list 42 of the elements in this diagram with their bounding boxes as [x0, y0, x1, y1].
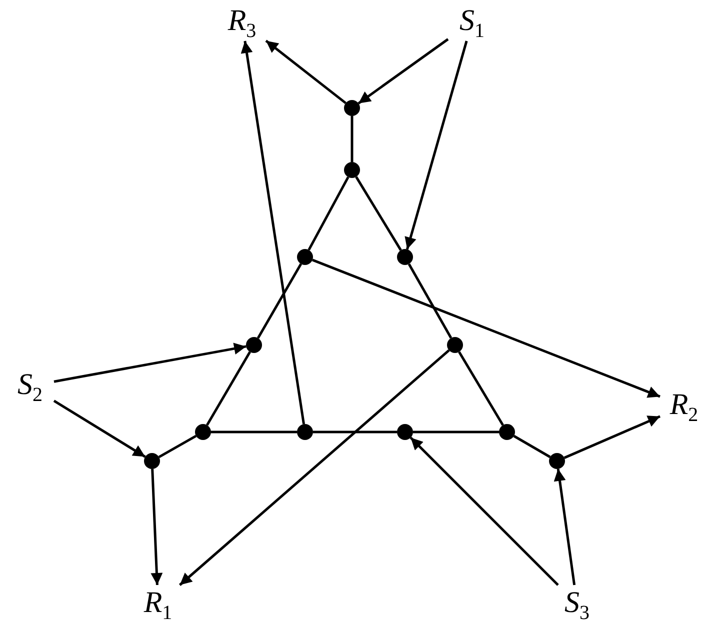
- node-label: S$_{1}$: [448, 3, 496, 41]
- connector-line: [513, 434, 551, 458]
- connector-line: [350, 116, 354, 162]
- arrow: [358, 38, 449, 104]
- arrow: [404, 40, 468, 250]
- circle-node: [246, 337, 262, 353]
- circle-node: [549, 453, 565, 469]
- circle-node: [344, 100, 360, 116]
- arrow: [150, 468, 163, 586]
- node-label: R$_{1}$: [134, 585, 182, 623]
- circle-node: [344, 162, 360, 178]
- arrow: [410, 436, 559, 586]
- circle-node: [144, 453, 160, 469]
- circle-node: [297, 424, 313, 440]
- circle-node: [195, 424, 211, 440]
- circle-node: [397, 424, 413, 440]
- arrow: [265, 40, 346, 104]
- node-label: S$_{2}$: [6, 367, 54, 405]
- circle-node: [499, 424, 515, 440]
- arrow: [312, 258, 660, 398]
- connector-line: [211, 430, 297, 434]
- arrow: [240, 40, 306, 424]
- arrow: [54, 342, 246, 383]
- arrow: [53, 400, 146, 458]
- circle-node: [297, 249, 313, 265]
- connector-line: [206, 351, 252, 426]
- node-label: R$_{2}$: [660, 387, 708, 425]
- connector-line: [256, 263, 302, 339]
- connector-line: [458, 351, 504, 426]
- arrow: [564, 415, 660, 459]
- connector-line: [413, 430, 499, 434]
- connector-line: [308, 176, 350, 251]
- arrow: [554, 468, 576, 586]
- circle-node: [397, 249, 413, 265]
- node-label: S$_{3}$: [553, 585, 601, 623]
- connector-line: [408, 263, 452, 339]
- arrow: [178, 349, 450, 586]
- connector-line: [355, 176, 402, 251]
- circle-node: [447, 337, 463, 353]
- node-label: R$_{3}$: [218, 3, 266, 41]
- connector-line: [158, 434, 197, 458]
- connector-line: [313, 430, 397, 434]
